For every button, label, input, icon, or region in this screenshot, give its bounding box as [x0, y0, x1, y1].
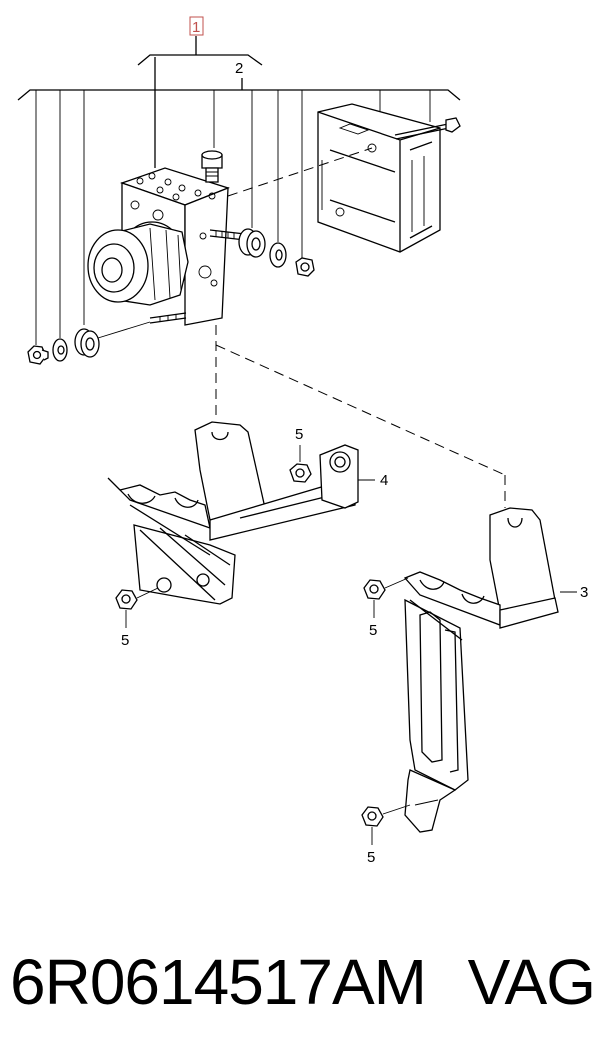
control-unit[interactable] — [317, 103, 461, 253]
washer-left[interactable] — [52, 338, 68, 362]
nut-bracket-4-lower[interactable] — [115, 587, 159, 610]
callout-5-mid[interactable]: 5 — [369, 622, 377, 639]
washer-right[interactable] — [269, 242, 287, 268]
callout-5-left[interactable]: 5 — [121, 632, 129, 649]
callout-2[interactable]: 2 — [235, 60, 243, 77]
svg-text:1: 1 — [192, 19, 200, 36]
grommet-right[interactable] — [238, 228, 266, 258]
nut-bracket-3-upper[interactable] — [363, 577, 409, 600]
nut-bracket-4[interactable] — [289, 463, 312, 483]
parts-diagram: 1 2 — [17, 16, 588, 866]
grommet-left[interactable] — [74, 328, 100, 358]
bracket-1 — [137, 36, 263, 168]
callout-3[interactable]: 3 — [580, 584, 588, 601]
caption: 6R0614517AM VAG — [10, 942, 596, 1022]
nut-right[interactable] — [295, 257, 315, 277]
bleed-screw[interactable] — [201, 150, 223, 183]
callout-5-bottom[interactable]: 5 — [367, 849, 375, 866]
part-number: 6R0614517AM — [10, 946, 427, 1018]
nut-bracket-3-lower[interactable] — [361, 804, 411, 827]
bracket-2 — [17, 78, 461, 101]
callout-1[interactable]: 1 — [189, 16, 204, 36]
bracket-3[interactable] — [403, 507, 559, 833]
alignment-line-1 — [227, 147, 373, 197]
brand-label: VAG — [467, 946, 596, 1018]
callout-5-top[interactable]: 5 — [295, 426, 303, 443]
bracket-4[interactable] — [107, 421, 359, 605]
callout-4[interactable]: 4 — [380, 472, 388, 489]
nut-left[interactable] — [27, 345, 49, 365]
alignment-line-3 — [215, 344, 506, 476]
abs-hydraulic-unit[interactable] — [87, 167, 246, 326]
